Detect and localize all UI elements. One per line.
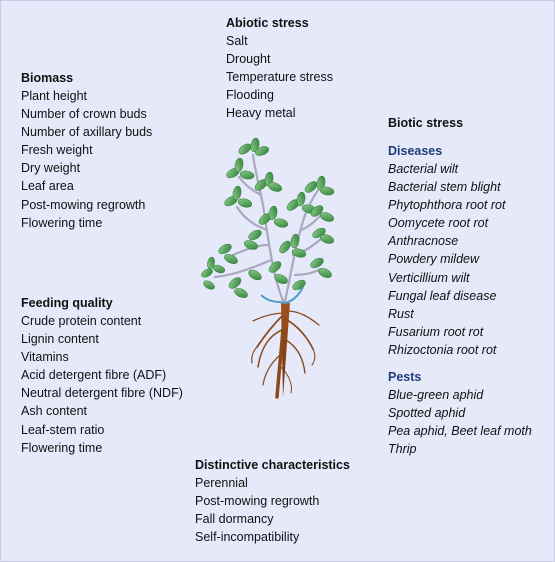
disease-item: Bacterial wilt [388, 162, 459, 176]
disease-item: Fungal leaf disease [388, 288, 497, 303]
leaves [201, 137, 335, 298]
biomass-title: Biomass [21, 71, 74, 85]
disease-item: Rust [388, 306, 414, 321]
feeding-item: Crude protein content [21, 314, 142, 328]
biomass-panel: Biomass Plant height Number of crown bud… [21, 69, 152, 232]
disease-item: Fusarium root rot [388, 324, 484, 339]
distinctive-item: Perennial [195, 476, 248, 490]
disease-item: Rhizoctonia root rot [388, 342, 497, 357]
biomass-item: Number of axillary buds [21, 125, 153, 140]
feeding-item: Lignin content [21, 332, 99, 347]
biomass-list: Plant height Number of crown buds Number… [21, 87, 152, 232]
biotic-stress-title: Biotic stress [388, 116, 464, 130]
abiotic-item: Heavy metal [226, 106, 296, 121]
biomass-item: Leaf area [21, 179, 74, 194]
distinctive-item: Fall dormancy [195, 512, 274, 527]
abiotic-item: Temperature stress [226, 70, 333, 85]
taproot [281, 303, 290, 397]
abiotic-item: Drought [226, 52, 271, 67]
disease-item: Bacterial stem blight [388, 180, 501, 195]
distinctive-item: Post-mowing regrowth [195, 494, 320, 509]
biomass-item: Number of crown buds [21, 107, 147, 122]
distinctive-characteristics-panel: Distinctive characteristics Perennial Po… [195, 456, 350, 546]
pest-item: Spotted aphid [388, 406, 466, 421]
diseases-heading: Diseases [388, 144, 443, 158]
distinctive-item: Self-incompatibility [195, 530, 300, 545]
biotic-stress-panel: Biotic stress Diseases Bacterial wilt Ba… [388, 114, 532, 458]
feeding-item: Flowering time [21, 440, 103, 455]
alfalfa-plant-illustration [201, 137, 335, 399]
diseases-list: Bacterial wilt Bacterial stem blight Phy… [388, 160, 532, 359]
pest-item: Pea aphid, Beet leaf moth [388, 424, 532, 439]
disease-item: Verticillium wilt [388, 270, 470, 285]
disease-item: Phytophthora root rot [388, 198, 506, 213]
feeding-item: Neutral detergent fibre (NDF) [21, 386, 183, 401]
disease-item: Oomycete root rot [388, 216, 489, 231]
feeding-item: Acid detergent fibre (ADF) [21, 368, 167, 383]
disease-item: Powdery mildew [388, 252, 480, 267]
abiotic-stress-list: Salt Drought Temperature stress Flooding… [226, 32, 333, 122]
pest-item: Thrip [388, 442, 417, 457]
pests-heading: Pests [388, 370, 422, 385]
root-system [251, 301, 320, 399]
biomass-item: Dry weight [21, 161, 81, 176]
biomass-item: Fresh weight [21, 143, 93, 158]
disease-item: Anthracnose [388, 234, 459, 249]
abiotic-stress-title: Abiotic stress [226, 16, 309, 30]
biomass-item: Flowering time [21, 215, 103, 230]
stems [213, 153, 323, 303]
distinctive-characteristics-title: Distinctive characteristics [195, 458, 350, 472]
feeding-quality-panel: Feeding quality Crude protein content Li… [21, 294, 183, 457]
abiotic-item: Flooding [226, 88, 274, 103]
feeding-quality-title: Feeding quality [21, 296, 113, 310]
abiotic-item: Salt [226, 34, 248, 48]
feeding-item: Ash content [21, 404, 88, 419]
abiotic-stress-panel: Abiotic stress Salt Drought Temperature … [226, 14, 333, 122]
feeding-item: Vitamins [21, 350, 69, 365]
pests-list: Blue-green aphid Spotted aphid Pea aphid… [388, 386, 532, 458]
feeding-quality-list: Crude protein content Lignin content Vit… [21, 312, 183, 457]
biomass-item: Post-mowing regrowth [21, 197, 146, 212]
pest-item: Blue-green aphid [388, 388, 484, 403]
biomass-item: Plant height [21, 89, 88, 103]
distinctive-characteristics-list: Perennial Post-mowing regrowth Fall dorm… [195, 474, 350, 546]
crown [260, 286, 304, 305]
feeding-item: Leaf-stem ratio [21, 422, 105, 437]
